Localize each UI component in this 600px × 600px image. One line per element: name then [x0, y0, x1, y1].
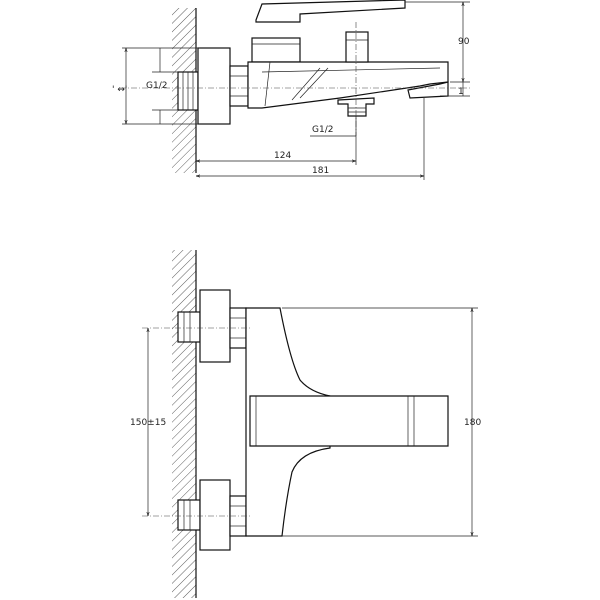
side-cartridge-cap	[251, 37, 301, 63]
front-wall-hatch	[172, 250, 196, 598]
front-dim-height: 180	[464, 418, 481, 428]
side-dim-total: 181	[312, 166, 329, 176]
side-union-block	[197, 47, 231, 125]
side-nut	[229, 65, 249, 107]
front-lower-pipe	[177, 499, 201, 531]
side-thread-left-label: G1/2	[146, 81, 167, 91]
side-thread-bottom-label: G1/2	[312, 125, 333, 135]
front-upper-union	[199, 289, 231, 363]
side-dim-outlet: 124	[274, 151, 291, 161]
front-upper-pipe	[177, 311, 201, 343]
side-view: ' ↔' G1/2 90 1 G1/2 124 181	[112, 0, 470, 180]
side-dim-spout-gap: 1	[458, 87, 464, 97]
side-dim-small-left: ' ↔'	[112, 85, 127, 95]
front-lower-union	[199, 479, 231, 551]
front-dim-centers: 150±15	[130, 418, 166, 428]
side-dim-height: 90	[458, 37, 470, 47]
side-spout-tip	[407, 81, 449, 99]
side-mixer-body	[247, 61, 449, 109]
front-spout	[249, 395, 449, 447]
front-view: 150±15 180	[130, 250, 481, 598]
side-diverter-knob	[345, 31, 369, 63]
side-lever-handle	[255, 0, 406, 23]
